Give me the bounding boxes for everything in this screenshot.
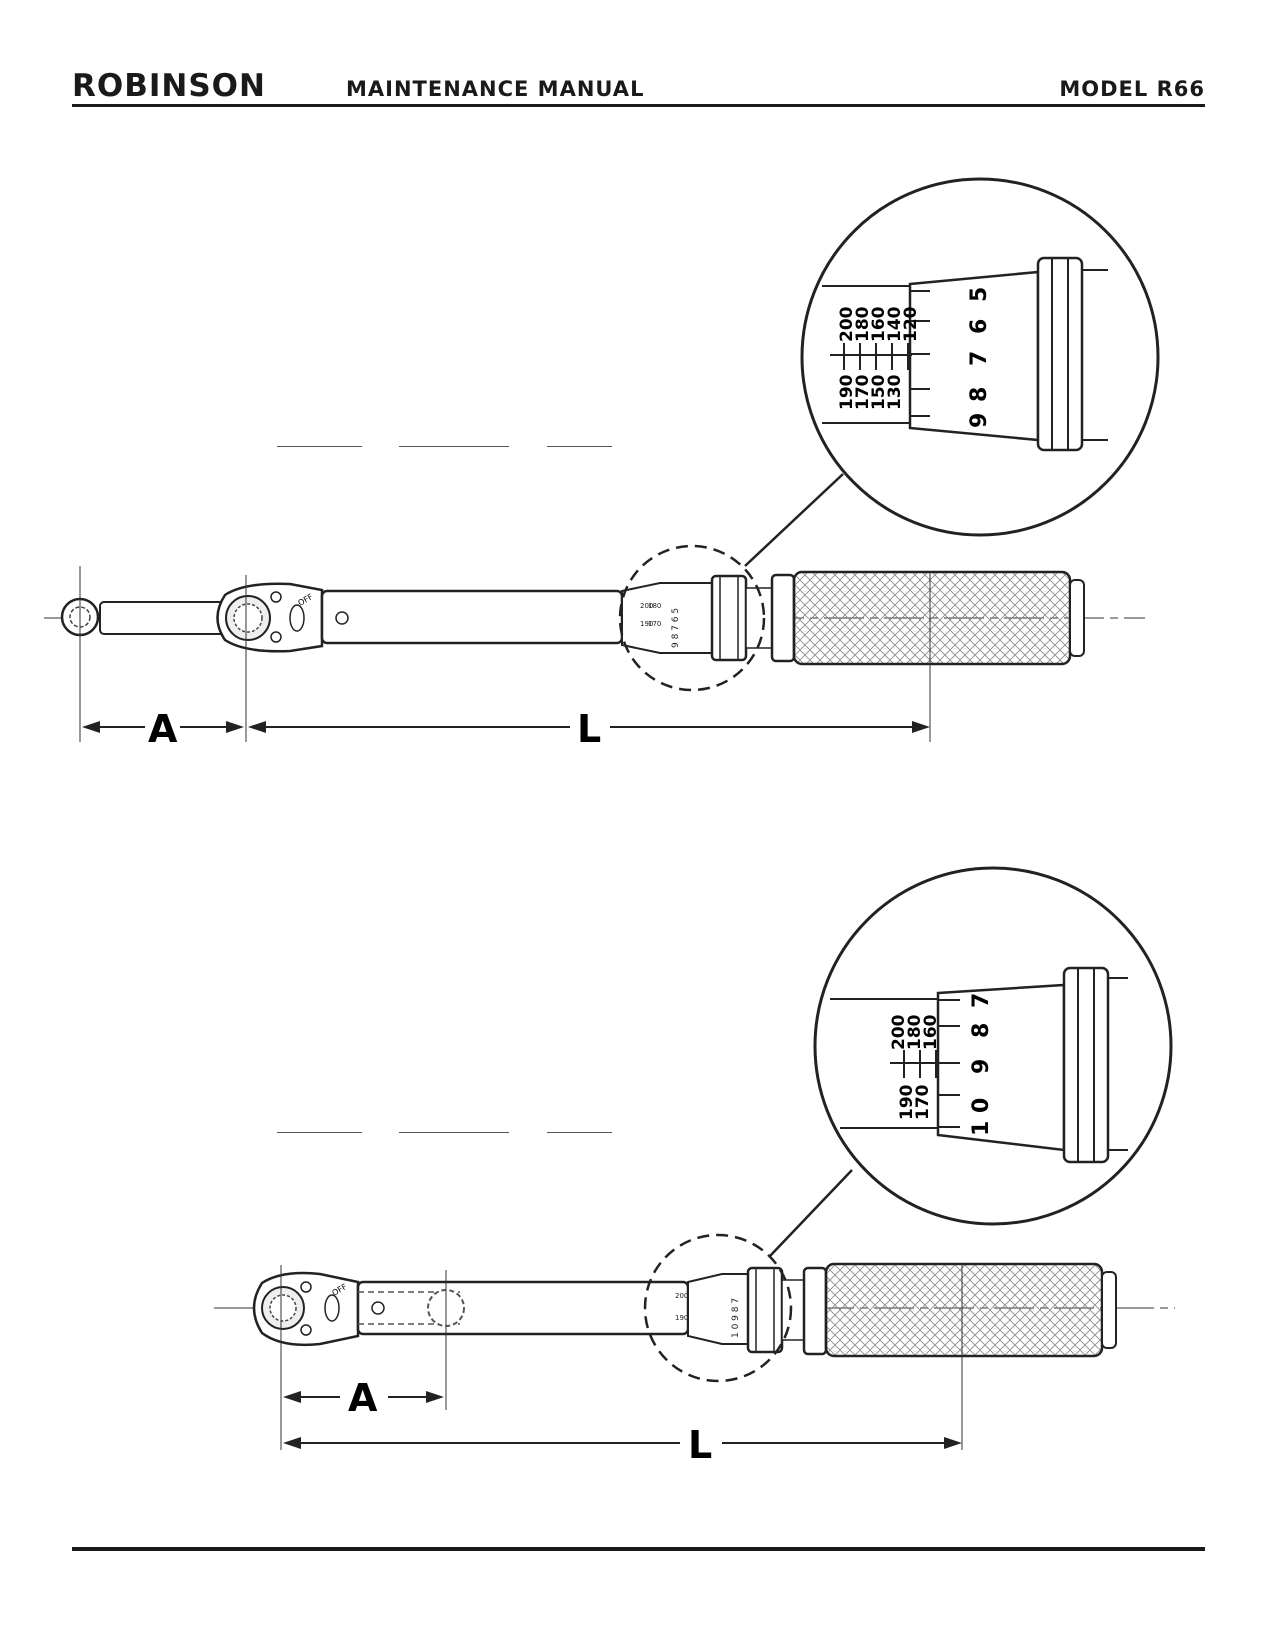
- dial-upper-value: 180: [905, 1014, 925, 1050]
- page-header: ROBINSON MAINTENANCE MANUAL MODEL R66: [72, 68, 1205, 108]
- dial-number: 7: [969, 993, 994, 1008]
- dial-upper-value: 160: [921, 1014, 941, 1050]
- dial-lower-value: 170: [913, 1084, 933, 1120]
- blank-line: [277, 446, 362, 447]
- footer-rule: [72, 1547, 1205, 1551]
- ratchet-head: OFF: [252, 1265, 360, 1450]
- dimension-l: L: [248, 707, 930, 751]
- blank-line: [277, 1132, 362, 1133]
- dial-number: 5: [967, 287, 992, 302]
- dial-number: 8: [969, 1023, 994, 1038]
- dim-a-label: A: [348, 1376, 378, 1420]
- svg-text:9 8 7 6 5: 9 8 7 6 5: [671, 608, 681, 648]
- dial-upper-value: 160: [869, 306, 889, 342]
- dimension-l: L: [283, 1423, 962, 1467]
- blank-line: [547, 1132, 612, 1133]
- scale-detail-callout: 200 180 160 140 120 190 170 150 130 9 8 …: [800, 177, 1160, 537]
- dial-upper-value: 200: [889, 1014, 909, 1050]
- knurled-handle: [792, 570, 1085, 742]
- scale-detail-callout: 200 180 160 190 170 1 0 9 8 7: [813, 866, 1173, 1226]
- dimension-a: A: [283, 1376, 444, 1420]
- dial-upper-value: 140: [885, 306, 905, 342]
- manual-title: MAINTENANCE MANUAL: [346, 77, 645, 101]
- dial-upper-value: 120: [901, 306, 921, 342]
- blank-line: [399, 446, 509, 447]
- dial-number: 6: [967, 319, 992, 334]
- knurled-handle: [824, 1262, 1117, 1450]
- header-rule: [72, 104, 1205, 107]
- dial-number: 8: [967, 387, 992, 402]
- dial-lower-value: 130: [885, 374, 905, 410]
- svg-text:190: 190: [640, 620, 653, 628]
- dim-l-label: L: [577, 707, 601, 751]
- svg-text:1 0 9 8 7: 1 0 9 8 7: [731, 1298, 741, 1338]
- wrench-shaft: [320, 589, 624, 645]
- crowfoot-head: [60, 566, 231, 742]
- dial-number: 1 0: [969, 1098, 994, 1136]
- torque-wrench-figure-2: OFF 190 200 1 0 9 8 7: [214, 866, 1175, 1467]
- dial-lower-value: 170: [853, 374, 873, 410]
- dim-l-label: L: [688, 1423, 712, 1467]
- svg-text:190: 190: [675, 1314, 688, 1322]
- crowfoot-adapter: [427, 1270, 465, 1410]
- brand-name: ROBINSON: [72, 68, 266, 104]
- dial-number: 9: [967, 413, 992, 428]
- dim-a-label: A: [148, 707, 178, 751]
- blank-line: [399, 1132, 509, 1133]
- svg-text:180: 180: [648, 602, 661, 610]
- dial-number: 7: [967, 351, 992, 366]
- dial-number: 9: [969, 1059, 994, 1074]
- dial-lower-value: 150: [869, 374, 889, 410]
- ratchet-head: OFF: [216, 575, 324, 742]
- blank-line: [547, 446, 612, 447]
- svg-text:200: 200: [640, 602, 653, 610]
- dial-lower-value: 190: [837, 374, 857, 410]
- dimension-a: A: [82, 707, 244, 751]
- wrench-shaft: [356, 1280, 690, 1336]
- model-name: MODEL R66: [1059, 77, 1205, 101]
- dial-upper-value: 200: [837, 306, 857, 342]
- dial-lower-value: 190: [897, 1084, 917, 1120]
- dial-upper-value: 180: [853, 306, 873, 342]
- scale-sleeve: [621, 582, 713, 654]
- svg-text:200: 200: [675, 1292, 688, 1300]
- svg-text:170: 170: [648, 620, 661, 628]
